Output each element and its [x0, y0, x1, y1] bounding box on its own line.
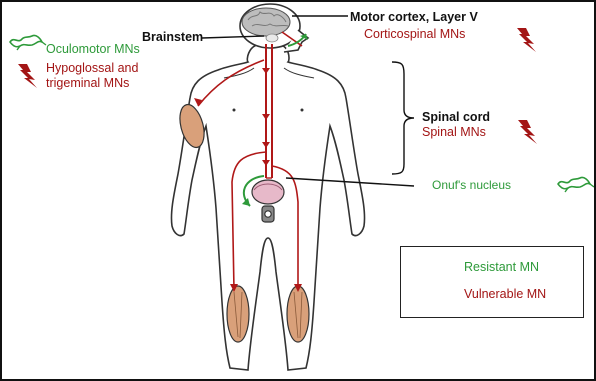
- legend-box: [400, 246, 584, 318]
- oculomotor-label: Oculomotor MNs: [46, 42, 140, 56]
- green-neuron-icon: [558, 177, 594, 192]
- motor-cortex-label: Motor cortex, Layer V: [350, 10, 478, 24]
- legend-vulnerable-label: Vulnerable MN: [464, 287, 546, 301]
- red-lightning-icon: [517, 28, 536, 52]
- brainstem-label: Brainstem: [142, 30, 203, 44]
- head: [240, 4, 308, 52]
- red-lightning-icon: [18, 64, 37, 88]
- corticospinal-label: Corticospinal MNs: [364, 27, 465, 41]
- legend-resistant-label: Resistant MN: [464, 260, 539, 274]
- green-neuron-icon: [10, 35, 46, 50]
- spinal-mns-label: Spinal MNs: [422, 125, 486, 139]
- onufs-nucleus-label: Onuf's nucleus: [432, 179, 511, 193]
- red-lightning-icon: [518, 120, 537, 144]
- hypoglossal-label-line1: Hypoglossal and: [46, 61, 138, 75]
- hypoglossal-label-line2: trigeminal MNs: [46, 76, 129, 90]
- spinal-cord-label: Spinal cord: [422, 110, 490, 124]
